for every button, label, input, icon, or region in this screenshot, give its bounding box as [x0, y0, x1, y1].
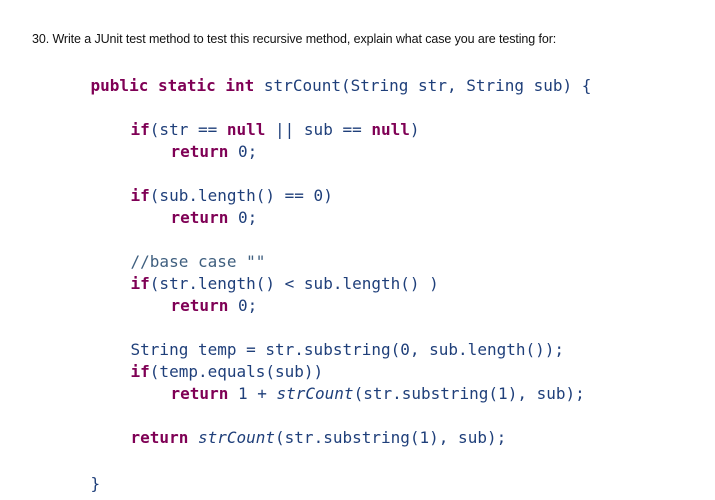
keyword: null — [371, 120, 410, 139]
code-comment: //base case "" — [92, 232, 266, 271]
keyword: return — [170, 142, 229, 161]
closing-brace: } — [52, 454, 101, 493]
keyword: if — [130, 274, 150, 293]
code-text: strCount(String str, String sub) { — [263, 76, 592, 95]
keyword: return — [170, 296, 229, 315]
keyword: return — [130, 428, 189, 447]
code-line-final-return: return strCount(str.substring(1), sub); — [92, 408, 507, 447]
code-text: 0; — [228, 142, 258, 161]
code-text: (str.substring(1), sub); — [275, 428, 507, 447]
code-line-return-recursive: return 1 + strCount(str.substring(1), su… — [132, 364, 585, 403]
question-text: 30. Write a JUnit test method to test th… — [32, 32, 557, 46]
code-line-equals-check: if(temp.equals(sub)) — [92, 342, 324, 381]
code-text: (str == — [149, 120, 227, 139]
code-line-temp-assign: String temp = str.substring(0, sub.lengt… — [92, 320, 564, 359]
keyword: if — [130, 120, 150, 139]
keyword: return — [170, 208, 229, 227]
code-text: || sub == — [265, 120, 372, 139]
code-text: 1 + — [228, 384, 277, 403]
code-text: String temp = str.substring(0, sub.lengt… — [130, 340, 565, 359]
code-text: (str.substring(1), sub); — [353, 384, 585, 403]
keyword: null — [226, 120, 266, 139]
code-text — [188, 428, 198, 447]
keyword: if — [130, 186, 150, 205]
code-text: (str.length() < sub.length() ) — [149, 274, 439, 293]
code-line-empty-sub-check: if(sub.length() == 0) — [92, 166, 333, 205]
code-text: (sub.length() == 0) — [149, 186, 333, 205]
code-line-return: return 0; — [132, 276, 258, 315]
code-line-return: return 0; — [132, 122, 258, 161]
code-text: } — [90, 474, 101, 493]
code-text: ) — [409, 120, 420, 139]
keyword: if — [130, 362, 150, 381]
method-signature: public static int strCount(String str, S… — [52, 56, 592, 95]
code-text: 0; — [228, 296, 258, 315]
comment-text: //base case "" — [130, 252, 266, 271]
code-text: (temp.equals(sub)) — [149, 362, 324, 381]
code-line-length-check: if(str.length() < sub.length() ) — [92, 254, 439, 293]
keyword: public static int — [90, 76, 264, 95]
keyword: return — [170, 384, 229, 403]
method-call: strCount — [197, 428, 276, 447]
code-text: 0; — [228, 208, 258, 227]
method-call: strCount — [276, 384, 354, 403]
code-line-return: return 0; — [132, 188, 258, 227]
code-line-null-check: if(str == null || sub == null) — [92, 100, 420, 139]
